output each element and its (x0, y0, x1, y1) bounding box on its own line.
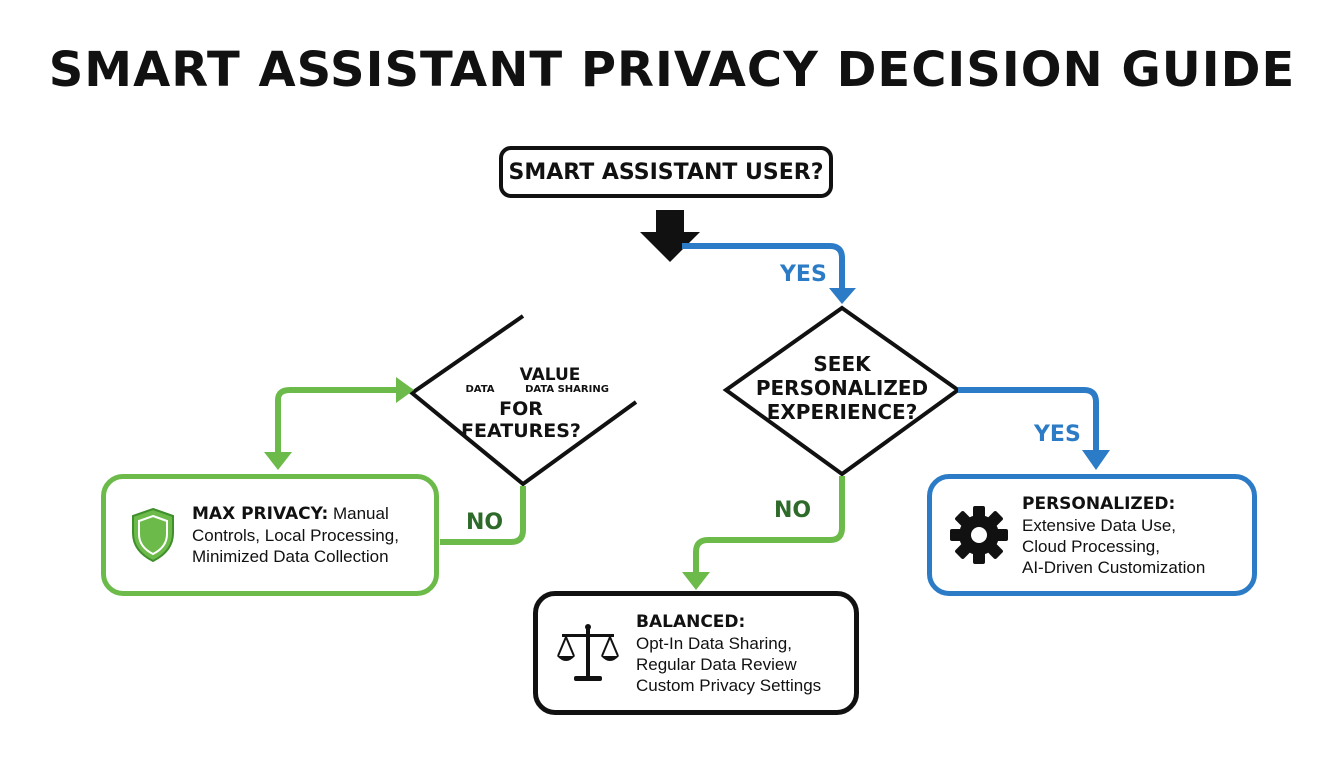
decision-diamond-right (722, 305, 962, 477)
outcome-personalized-line2: Cloud Processing, (1022, 536, 1160, 556)
no-connector-center (693, 476, 845, 574)
edge-label-no-center: NO (774, 498, 812, 523)
outcome-max-privacy: MAX PRIVACY: Manual Controls, Local Proc… (101, 474, 439, 596)
green-connector-loop (275, 387, 396, 456)
outcome-personalized-line1: Extensive Data Use, (1022, 515, 1177, 535)
outcome-balanced-heading: BALANCED: (636, 611, 746, 632)
decision-left-line3: FOR FEATURES? (461, 398, 581, 442)
gear-icon (944, 505, 1014, 565)
no-arrowhead-center (682, 572, 710, 590)
outcome-balanced: BALANCED: Opt-In Data Sharing, Regular D… (533, 591, 859, 715)
start-node-label: SMART ASSISTANT USER? (508, 159, 824, 185)
outcome-balanced-line1: Opt-In Data Sharing, (636, 633, 792, 653)
edge-label-yes-top: YES (780, 262, 827, 287)
edge-label-no-left: NO (466, 510, 504, 535)
green-arrowhead-to-box (264, 452, 292, 470)
outcome-personalized-line3: AI-Driven Customization (1022, 557, 1206, 577)
green-arrowhead-to-diamond (396, 377, 414, 403)
outcome-balanced-line2: Regular Data Review (636, 654, 797, 674)
outcome-max-privacy-line1: Manual (328, 504, 389, 523)
scale-icon (548, 622, 628, 684)
page-title: SMART ASSISTANT PRIVACY DECISION GUIDE (48, 42, 1296, 98)
outcome-max-privacy-line2: Controls, Local Processing, (192, 526, 399, 545)
edge-label-yes-right: YES (1034, 422, 1081, 447)
decision-left-small-right: DATA SHARING (525, 384, 609, 395)
yes-connector-top (682, 243, 845, 292)
decision-right-line2: PERSONALIZED (755, 376, 929, 400)
outcome-balanced-text: BALANCED: Opt-In Data Sharing, Regular D… (636, 611, 821, 696)
no-connector-left (440, 486, 526, 545)
yes-connector-right (958, 387, 1099, 452)
decision-diamond-left (408, 314, 638, 487)
outcome-max-privacy-heading: MAX PRIVACY: (192, 504, 329, 524)
yes-arrowhead-right (1082, 450, 1110, 470)
outcome-personalized-text: PERSONALIZED: Extensive Data Use, Cloud … (1022, 493, 1205, 578)
start-down-arrow (640, 210, 700, 262)
yes-arrowhead-top (829, 288, 856, 304)
decision-right-line3: EXPERIENCE? (766, 400, 918, 424)
outcome-personalized: PERSONALIZED: Extensive Data Use, Cloud … (927, 474, 1257, 596)
decision-left-small-left: DATA (465, 384, 495, 395)
outcome-balanced-line3: Custom Privacy Settings (636, 675, 822, 695)
start-node: SMART ASSISTANT USER? (499, 146, 833, 198)
outcome-max-privacy-line3: Minimized Data Collection (192, 547, 389, 566)
outcome-max-privacy-text: MAX PRIVACY: Manual Controls, Local Proc… (192, 503, 399, 567)
decision-left-line1: VALUE (519, 365, 581, 385)
outcome-personalized-heading: PERSONALIZED: (1022, 493, 1176, 514)
decision-right-line1: SEEK (813, 352, 871, 376)
shield-icon (116, 507, 190, 563)
